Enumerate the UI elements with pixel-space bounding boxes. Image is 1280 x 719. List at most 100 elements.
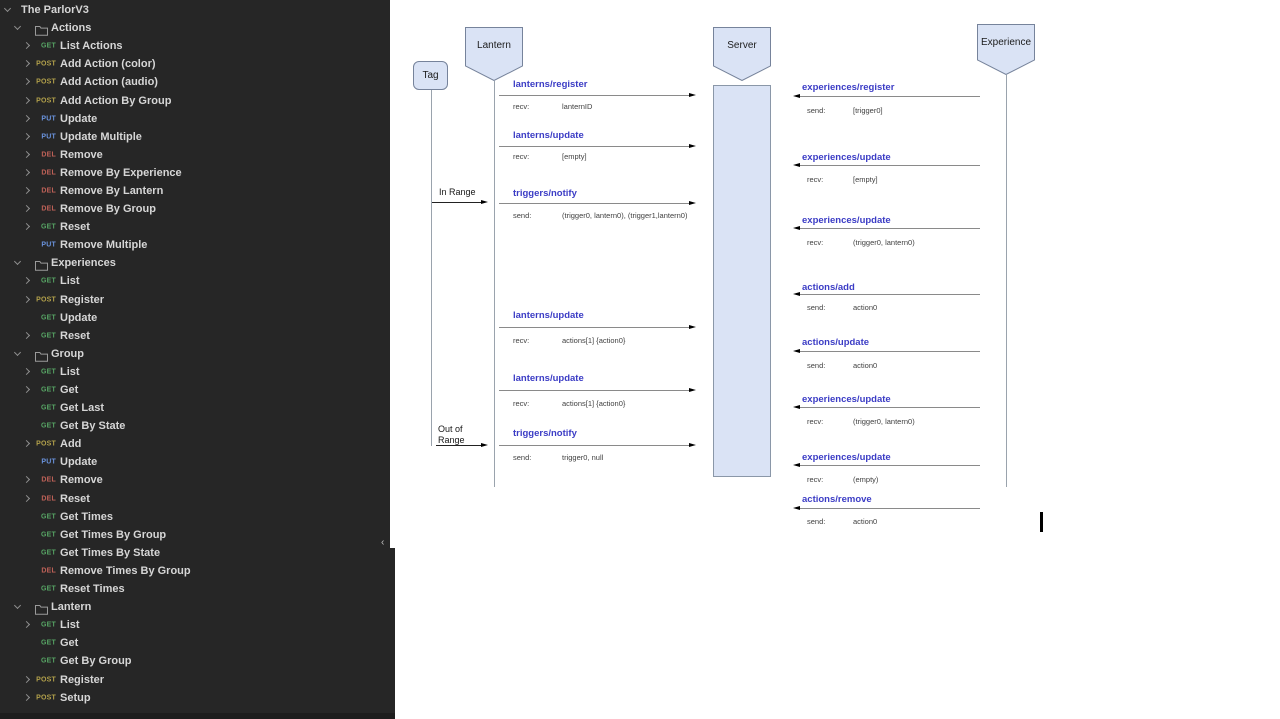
request-label: Get [60, 384, 79, 397]
method-badge: PUT [41, 241, 56, 249]
message-label-experiences-update[interactable]: experiences/update [802, 452, 891, 463]
folder-actions[interactable]: Actions [0, 19, 390, 37]
party-experience[interactable]: Experience [977, 24, 1035, 76]
message-label-triggers-notify[interactable]: triggers/notify [513, 188, 577, 199]
message-payload: (trigger0, lantern0) [853, 417, 915, 426]
range-marker-in-range[interactable]: In Range [439, 187, 476, 197]
request-label: Get Times By State [60, 546, 161, 559]
request-label: Remove Multiple [60, 239, 148, 252]
message-label-experiences-update[interactable]: experiences/update [802, 394, 891, 405]
arrowhead-left-icon [793, 163, 800, 167]
message-label-lanterns-register[interactable]: lanterns/register [513, 79, 588, 90]
message-label-lanterns-update[interactable]: lanterns/update [513, 130, 584, 141]
arrowhead-right-icon [689, 325, 696, 329]
party-label: Experience [980, 37, 1032, 48]
method-badge: POST [36, 676, 56, 684]
arrowhead-left-icon [793, 226, 800, 230]
folder-experiences[interactable]: Experiences [0, 254, 390, 272]
message-line [499, 445, 689, 446]
method-badge: DEL [41, 151, 56, 159]
message-direction: recv: [513, 399, 530, 408]
message-label-experiences-update[interactable]: experiences/update [802, 152, 891, 163]
folder-icon [35, 23, 48, 41]
method-badge: GET [41, 549, 56, 557]
panel-collapse-icon[interactable]: ‹ [381, 537, 385, 548]
message-line [800, 228, 980, 229]
message-payload: lanternID [562, 102, 593, 111]
message-label-lanterns-update[interactable]: lanterns/update [513, 310, 584, 321]
arrowhead-right-icon [689, 388, 696, 392]
message-label-actions-update[interactable]: actions/update [802, 337, 870, 348]
message-payload: actions[1] {action0} [562, 336, 626, 345]
arrowhead-left-icon [793, 405, 800, 409]
message-label-actions-add[interactable]: actions/add [802, 282, 855, 293]
method-badge: GET [41, 223, 56, 231]
method-badge: GET [41, 332, 56, 340]
message-label-lanterns-update[interactable]: lanterns/update [513, 373, 584, 384]
workspace-the-parlorv3[interactable]: The ParlorV3 [0, 1, 390, 19]
message-label-experiences-update[interactable]: experiences/update [802, 215, 891, 226]
message-line [800, 294, 980, 295]
request-label: Update [60, 311, 98, 324]
message-line [800, 407, 980, 408]
party-lantern[interactable]: Lantern [465, 27, 523, 82]
message-direction: send: [807, 361, 826, 370]
message-payload: [empty] [853, 175, 878, 184]
party-tag[interactable]: Tag [413, 61, 448, 90]
message-label-experiences-register[interactable]: experiences/register [802, 82, 895, 93]
method-badge: POST [36, 296, 56, 304]
request-label: Reset [60, 492, 90, 505]
range-marker-out-of-range[interactable]: Out of Range [438, 424, 465, 445]
experience-lifeline [1006, 75, 1007, 487]
arrowhead-right-icon [689, 443, 696, 447]
folder-lantern[interactable]: Lantern [0, 598, 390, 616]
message-label-actions-remove[interactable]: actions/remove [802, 494, 872, 505]
request-get-times-by-state[interactable]: GET Get Times By State [0, 544, 390, 562]
folder-group[interactable]: Group [0, 345, 390, 363]
party-server[interactable]: Server [713, 27, 771, 82]
folder-label: Actions [51, 22, 92, 35]
request-remove-multiple[interactable]: PUT Remove Multiple [0, 236, 390, 254]
server-activation[interactable] [713, 85, 771, 477]
message-line [499, 390, 689, 391]
message-label-triggers-notify[interactable]: triggers/notify [513, 428, 577, 439]
request-label: Get Times By Group [60, 528, 167, 541]
method-badge: GET [41, 422, 56, 430]
request-label: Get [60, 637, 79, 650]
request-label: Add Action (audio) [60, 76, 158, 89]
message-direction: recv: [513, 152, 530, 161]
